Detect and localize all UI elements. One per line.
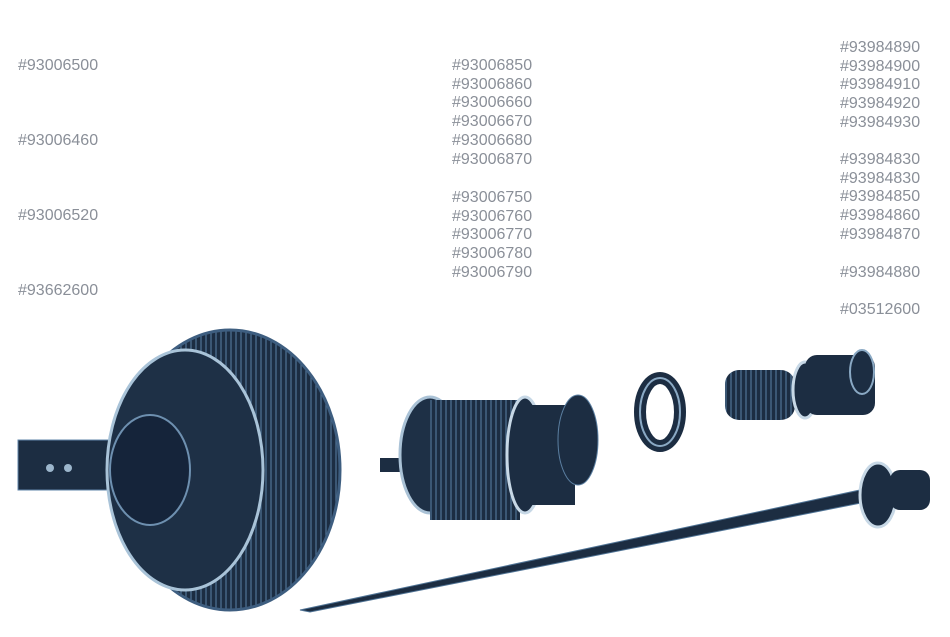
part-number: #93984880 [840,264,921,281]
part-number: #93984900 [840,57,921,75]
part-number: #93984870 [840,225,921,243]
fluid-nozzle-image [380,394,599,520]
part-number: #93984930 [840,113,921,131]
part-number: #93006860 [452,75,533,93]
part-number: #93006760 [452,207,533,225]
part-number: #93006780 [452,245,533,263]
seal-ring-image [634,372,686,452]
part-number: #93006750 [452,189,533,206]
nozzle-part-numbers-2: #93006750 #93006760 #93006770 #93006780 … [452,189,532,283]
part-number: #03512600 [840,301,921,318]
part-number: #93984910 [840,76,921,94]
part-number: #93006850 [452,57,533,74]
needle-part-numbers: #93984890 #93984900 #93984910 #93984920 … [840,39,920,133]
part-number: #93006870 [452,150,533,168]
needle-image [299,461,930,613]
part-number: #93984920 [840,95,921,113]
part-number: #93984830 [840,169,921,187]
part-number: #93984830 [840,151,921,168]
part-number: #93006460 [18,132,99,149]
part-number: #93006770 [452,226,533,244]
part-number-air-cap: #93006500 [18,57,99,74]
nozzle-part-numbers: #93006850 #93006860 #93006660 #93006670 … [452,57,532,169]
needle-packing-image [725,349,875,420]
part-number: #93984850 [840,188,921,206]
air-cap-image [17,328,342,612]
part-number: #93662600 [18,282,99,299]
needle-part-numbers-2: #93984830 #93984830 #93984850 #93984860 … [840,151,920,245]
part-number: #93006790 [452,263,533,281]
part-number: #93006670 [452,113,533,131]
part-number: #93984860 [840,207,921,225]
part-number: #93006520 [18,207,99,224]
part-number: #93984890 [840,39,921,56]
part-number: #93006680 [452,131,533,149]
part-number: #93006660 [452,94,533,112]
